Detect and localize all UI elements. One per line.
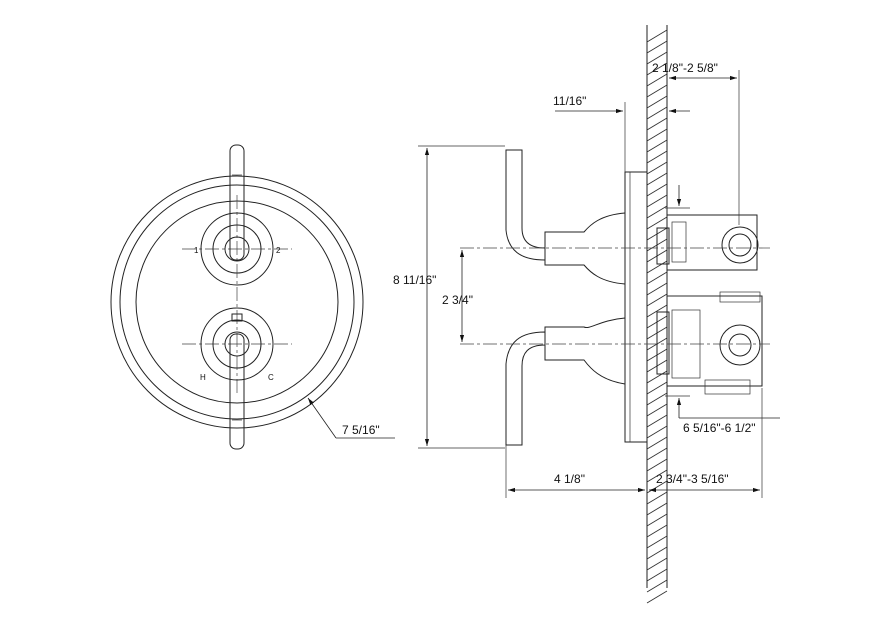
wall-hatch-line (646, 73, 668, 87)
dimensions: 8 11/16" 2 3/4" 11/16" 2 1/8"-2 5/8" 6 5… (393, 61, 780, 498)
wall-hatch-line (646, 117, 668, 131)
wall-hatch-line (646, 425, 668, 439)
valve-height-label: 6 5/16"-6 1/2" (683, 421, 756, 435)
wall-hatch-line (646, 392, 668, 406)
wall-hatch-line (646, 370, 668, 384)
wall-hatch-line (646, 469, 668, 483)
wall-hatch-line (646, 150, 668, 164)
wall-hatch-line (646, 546, 668, 560)
wall-hatch-line (646, 29, 668, 43)
flow-2-marker: 2 (276, 246, 281, 255)
wall-hatch-line (646, 62, 668, 76)
wall-hatch-line (646, 40, 668, 54)
wall-hatch-line (646, 293, 668, 307)
trim-thickness-label: 11/16" (553, 94, 586, 108)
wall-hatch-line (646, 502, 668, 516)
wall-hatch-line (646, 282, 668, 296)
wall-hatch-line (646, 535, 668, 549)
wall-hatch-line (646, 106, 668, 120)
wall-hatch-line (646, 579, 668, 593)
wall-hatch-line (646, 84, 668, 98)
valve-depth-label: 2 1/8"-2 5/8" (652, 61, 718, 75)
wall-hatch-line (646, 95, 668, 109)
wall-hatch-line (646, 205, 668, 219)
wall-hatch-line (646, 447, 668, 461)
wall-hatch-line (646, 524, 668, 538)
valve-body (656, 214, 763, 395)
wall-hatch-line (646, 403, 668, 417)
wall-hatch-line (646, 271, 668, 285)
diverter-knob (200, 144, 274, 286)
wall-hatch-line (646, 183, 668, 197)
wall-hatch-line (646, 139, 668, 153)
wall-hatch-line (646, 172, 668, 186)
wall-hatch-line (646, 51, 668, 65)
wall-hatch-line (646, 304, 668, 318)
wall-hatch-line (646, 216, 668, 230)
wall-hatch-line (646, 513, 668, 527)
side-view (460, 25, 770, 604)
front-view: 1 2 H C 7 5/16" (110, 144, 395, 450)
wall-hatch-line (646, 128, 668, 142)
wall-hatch-line (646, 458, 668, 472)
hot-marker: H (200, 373, 206, 382)
trim-diameter-label: 7 5/16" (342, 423, 380, 437)
wall-hatch-line (646, 414, 668, 428)
thermostatic-knob (200, 307, 274, 450)
wall-hatch-line (646, 491, 668, 505)
wall-hatch-line (646, 381, 668, 395)
wall-hatch-line (646, 568, 668, 582)
handle-to-wall-label: 4 1/8" (554, 472, 585, 486)
wall-hatch-line (646, 161, 668, 175)
wall-hatch-line (646, 194, 668, 208)
flow-1-marker: 1 (194, 246, 199, 255)
wall-hatch-line (646, 260, 668, 274)
wall-hatch-line (646, 557, 668, 571)
wall-hatch-line (646, 436, 668, 450)
overall-height-label: 8 11/16" (393, 273, 436, 287)
wall-hatch-line (646, 590, 668, 604)
wall-to-valve-label: 2 3/4"-3 5/16" (656, 472, 729, 486)
cold-marker: C (268, 373, 274, 382)
center-to-center-label: 2 3/4" (442, 293, 473, 307)
